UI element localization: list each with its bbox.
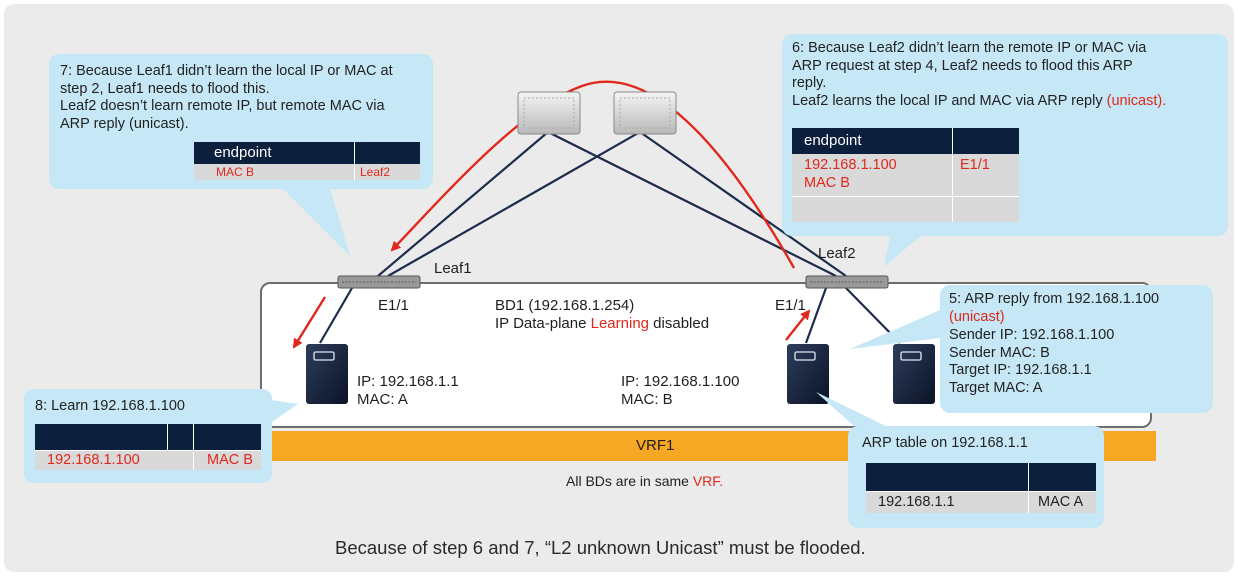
link-spine1-leaf1 — [377, 131, 549, 277]
column-divider — [354, 142, 355, 164]
endpoint-table-leaf2-row: 192.168.1.100 MAC B E1/1 — [792, 154, 1019, 196]
vrf-note-text: All BDs are in same — [566, 473, 693, 489]
endpoint-table-leaf1-row: MAC B Leaf2 — [194, 164, 420, 180]
leaf1-port-label: E1/1 — [378, 297, 409, 314]
callout8-tail — [272, 400, 298, 422]
host1-mac: MAC: A — [357, 391, 408, 408]
vrf-note-highlight: VRF. — [692, 473, 724, 489]
arp-table-title: ARP table on 192.168.1.1 — [862, 435, 1028, 451]
link-leaf2-host2 — [804, 287, 828, 344]
callout-step8-title: 8: Learn 192.168.1.100 — [35, 398, 185, 414]
endpoint-mac: MAC B — [216, 165, 255, 179]
leaf2-icon — [805, 275, 889, 289]
bd-label: BD1 (192.168.1.254) — [495, 297, 635, 314]
column-divider — [193, 424, 194, 450]
column-divider — [952, 154, 953, 196]
leaf1-label: Leaf1 — [434, 260, 472, 277]
endpoint-table-leaf2-header: endpoint — [792, 128, 1019, 154]
column-divider — [952, 197, 953, 222]
learned-table-header — [35, 424, 261, 450]
spine1-icon — [517, 91, 581, 135]
callout-step5-details: Sender IP: 192.168.1.100 Sender MAC: B T… — [949, 327, 1115, 396]
learned-table-row: 192.168.1.100 MAC B — [35, 451, 261, 470]
host1-ip: IP: 192.168.1.1 — [357, 373, 459, 390]
vrf-note: All BDs are in same VRF. — [566, 473, 723, 489]
endpoint-table-leaf2-title: endpoint — [804, 132, 862, 149]
arp-table-callout: ARP table on 192.168.1.1 192.168.1.1 MAC… — [848, 426, 1104, 528]
callout-step6-text: 6: Because Leaf2 didn’t learn the remote… — [792, 40, 1166, 110]
endpoint-ip: 192.168.1.100 — [804, 157, 897, 173]
endpoint-table-leaf1-header: endpoint — [194, 142, 420, 164]
host2-ip: IP: 192.168.1.100 — [621, 373, 740, 390]
learned-mac: MAC B — [207, 452, 253, 468]
vrf-label: VRF1 — [636, 437, 675, 454]
spine2-icon — [613, 91, 677, 135]
callout5-tail — [850, 310, 940, 349]
endpoint-table-leaf2-empty-row — [792, 197, 1019, 222]
link-spine2-leaf2 — [639, 131, 847, 277]
column-divider — [1028, 492, 1029, 513]
learning-status-highlight: Learning — [590, 315, 650, 332]
callout-step7-text: 7: Because Leaf1 didn’t learn the local … — [60, 63, 393, 132]
endpoint-table-leaf1: endpoint MAC B Leaf2 — [194, 142, 420, 180]
callout6-tail — [884, 228, 930, 267]
arp-ip: 192.168.1.1 — [878, 494, 955, 510]
arp-table-row: 192.168.1.1 MAC A — [866, 492, 1096, 513]
arrow-host2-to-leaf2 — [785, 309, 811, 341]
learning-status: IP Data-plane Learning disabled — [495, 315, 709, 332]
flood-arrow-leaf2-to-leaf1 — [390, 80, 796, 269]
leaf1-icon — [337, 275, 421, 289]
footer-note: Because of step 6 and 7, “L2 unknown Uni… — [335, 537, 866, 558]
callout-step8: 8: Learn 192.168.1.100 192.168.1.100 MAC… — [24, 389, 272, 483]
callout-step6-highlight: (unicast). — [1106, 92, 1167, 109]
arp-table-tail — [816, 392, 886, 426]
endpoint-port: E1/1 — [960, 157, 990, 173]
column-divider — [193, 451, 194, 470]
learned-table: 192.168.1.100 MAC B — [35, 424, 261, 470]
callout-step6-main: 6: Because Leaf2 didn’t learn the remote… — [792, 40, 1147, 109]
callout-step5-line2: (unicast) — [949, 309, 1005, 325]
host3-server-icon — [893, 344, 935, 404]
host1-server-icon — [306, 344, 348, 404]
callout-step7: 7: Because Leaf1 didn’t learn the local … — [49, 54, 433, 189]
callout7-tail — [282, 188, 350, 256]
endpoint-mac: MAC B — [804, 175, 850, 191]
arp-table: 192.168.1.1 MAC A — [866, 463, 1096, 513]
learned-ip: 192.168.1.100 — [47, 452, 140, 468]
fabric-links — [319, 131, 901, 344]
callout-step6: 6: Because Leaf2 didn’t learn the remote… — [782, 34, 1228, 236]
leaf2-port-label: E1/1 — [775, 297, 806, 314]
leaf2-label: Leaf2 — [818, 245, 856, 262]
link-spine1-leaf2 — [547, 131, 837, 277]
learning-status-post: disabled — [649, 315, 710, 332]
arrow-leaf1-to-host1 — [292, 296, 327, 349]
callout-step5: 5: ARP reply from 192.168.1.100 (unicast… — [940, 285, 1213, 413]
column-divider — [167, 424, 168, 450]
learning-status-pre: IP Data-plane — [495, 315, 591, 332]
column-divider — [952, 128, 953, 154]
endpoint-table-leaf1-title: endpoint — [214, 144, 272, 161]
column-divider — [1028, 463, 1029, 491]
host2-server-icon — [787, 344, 829, 404]
column-divider — [354, 164, 355, 180]
host2-mac: MAC: B — [621, 391, 673, 408]
link-leaf1-host1 — [319, 287, 353, 344]
callout-step5-line1: 5: ARP reply from 192.168.1.100 — [949, 291, 1160, 307]
arp-mac: MAC A — [1038, 494, 1084, 510]
endpoint-location: Leaf2 — [360, 165, 391, 179]
endpoint-table-leaf2: endpoint 192.168.1.100 MAC B E1/1 — [792, 128, 1019, 222]
arp-table-header — [866, 463, 1096, 491]
